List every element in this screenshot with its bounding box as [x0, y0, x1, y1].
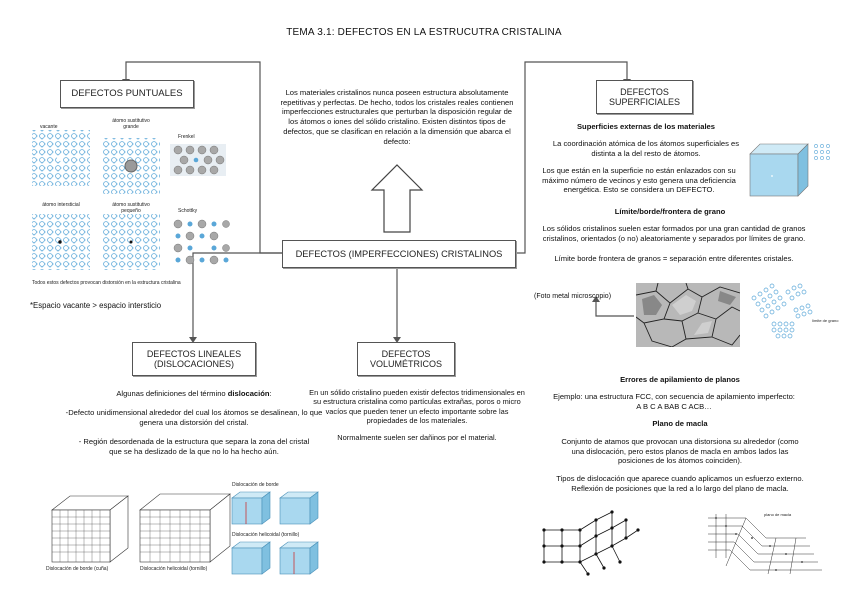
superficiales-p7: Tipos de dislocación que aparece cuando … [556, 474, 804, 493]
fig-label-sust-grande: átomo sustitutivo grande [112, 118, 150, 130]
volumetricos-text2: Normalmente suelen ser dañinos por el ma… [337, 433, 497, 442]
fig-caption-puntuales: Todos estos defectos provocan distorsión… [32, 280, 181, 286]
center-node-label: DEFECTOS (IMPERFECCIONES) CRISTALINOS [295, 248, 503, 259]
center-intro: Los materiales cristalinos nunca poseen … [280, 88, 514, 146]
superficiales-p5: Ejemplo: una estructura FCC, con secuenc… [553, 392, 795, 401]
center-node: DEFECTOS (IMPERFECCIONES) CRISTALINOS [282, 240, 516, 268]
volumetricos-text1: En un sólido cristalino pueden existir d… [309, 388, 525, 426]
fig-label-frenkel: Frenkel [178, 134, 195, 140]
superficiales-p2: Los que están en la superficie no están … [542, 166, 736, 195]
grain-micrograph [636, 283, 740, 347]
twin-plane-sketch: plano de macla [706, 508, 832, 578]
twin-plane-lattice [540, 510, 640, 578]
point-defects-svg [32, 130, 230, 270]
puntuales-node: DEFECTOS PUNTUALES [60, 80, 194, 108]
fig-label-sust-pequeno: átomo sustitutivo pequeño [112, 202, 150, 214]
superficiales-node: DEFECTOS SUPERFICIALES [596, 80, 693, 114]
fig-label-screw: Dislocación helicoidal (tornillo) [140, 566, 208, 572]
fig-label-schottky: Schottky [178, 208, 198, 214]
fig-label-intersticial: átomo intersticial [42, 202, 80, 208]
lineales-def2: - Región desordenada de la estructura qu… [78, 437, 310, 456]
superficiales-p4: Límite borde frontera de granos = separa… [554, 254, 794, 263]
macla-caption: plano de macla [764, 512, 792, 517]
surface-cube-figure [748, 140, 844, 200]
volumetricos-node: DEFECTOS VOLUMÉTRICOS [357, 342, 455, 376]
superficiales-h4: Plano de macla [652, 419, 708, 428]
superficiales-h1: Superficies externas de los materiales [576, 122, 716, 131]
superficiales-h2: Límite/borde/frontera de grano [614, 207, 726, 216]
fig-label-edge: Dislocación de borde (cuña) [46, 566, 109, 572]
superficiales-h3: Errores de apilamiento de planos [620, 375, 740, 384]
dislocation-figures: Dislocación de borde (cuña) Dislocación … [40, 480, 330, 580]
lineales-def1: -Defecto unidimensional alrededor del cu… [65, 408, 323, 427]
superficiales-p5b: A B C A BAB C ACB… [636, 402, 712, 411]
grain-boundary-figure: límite de grano [748, 280, 844, 350]
lineales-node: DEFECTOS LINEALES (DISLOCACIONES) [132, 342, 256, 376]
up-arrow-icon [370, 164, 424, 233]
puntuales-note: *Espacio vacante > espacio intersticio [30, 301, 162, 310]
photo-label: (Foto metal microscopio) [534, 293, 612, 300]
volumetricos-label: DEFECTOS VOLUMÉTRICOS [369, 348, 442, 369]
page-title: TEMA 3.1: DEFECTOS EN LA ESTRUCUTRA CRIS… [286, 27, 562, 38]
puntuales-label: DEFECTOS PUNTUALES [71, 87, 183, 99]
superficiales-label: DEFECTOS SUPERFICIALES [608, 86, 681, 107]
fig-label-vacante: vacante [40, 124, 58, 130]
lineales-intro: Algunas definiciones del término disloca… [116, 389, 272, 398]
grain-caption: límite de grano [812, 318, 839, 323]
fig-label-edge-small: Dislocación de borde [232, 482, 279, 488]
fig-label-screw-small: Dislocación helicoidal (tornillo) [232, 532, 300, 538]
lineales-label: DEFECTOS LINEALES (DISLOCACIONES) [146, 348, 242, 369]
point-defects-figure: vacante átomo sustitutivo grande Frenkel… [30, 116, 230, 291]
superficiales-p6: Conjunto de atamos que provocan una dist… [561, 437, 799, 466]
superficiales-p1: La coordinación atómica de los átomos su… [552, 139, 740, 158]
dislocation-svg [51, 491, 319, 575]
superficiales-p3: Los sólidos cristalinos suelen estar for… [542, 224, 806, 243]
